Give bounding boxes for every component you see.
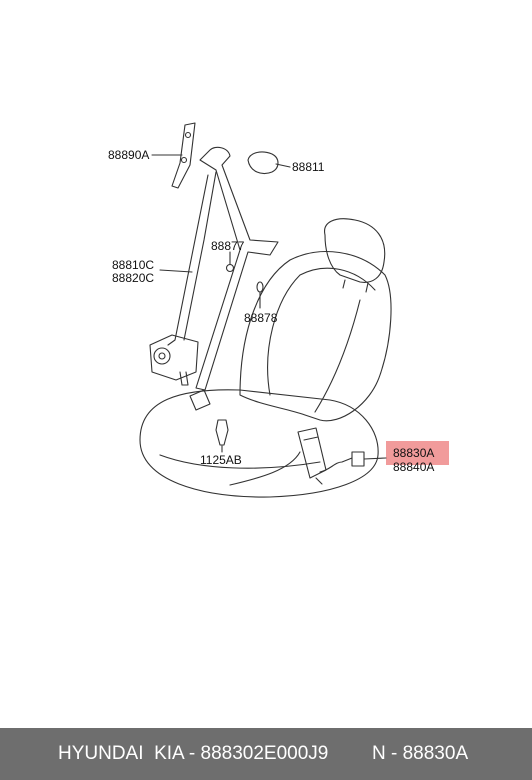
highlight-box-88830a bbox=[386, 441, 449, 465]
callout-88830a: 88830A bbox=[393, 446, 434, 460]
cap-88878 bbox=[256, 281, 264, 293]
callout-88890a: 88890A bbox=[108, 148, 149, 162]
headrest bbox=[324, 218, 386, 283]
callout-88877: 88877 bbox=[211, 239, 245, 253]
upper-anchor-bracket bbox=[171, 122, 196, 189]
seat-belt-diagram: 88890A 88811 88877 88810C 88820C 88878 1… bbox=[108, 122, 434, 498]
bolt-1125ab bbox=[215, 419, 229, 446]
nut-88877 bbox=[225, 263, 235, 273]
buckle bbox=[297, 427, 327, 479]
callout-1125ab: 1125AB bbox=[200, 453, 242, 467]
footer-bar: HYUNDAI KIA - 888302E000J9 N - 88830A bbox=[0, 728, 532, 780]
seat-back bbox=[239, 251, 392, 422]
callout-88811: 88811 bbox=[292, 160, 325, 174]
callout-88878: 88878 bbox=[244, 311, 278, 325]
seat-cushion bbox=[139, 389, 379, 498]
shoulder-cover bbox=[247, 151, 279, 175]
footer-item-number: N - 88830A bbox=[372, 743, 469, 764]
retractor bbox=[149, 334, 199, 381]
callout-88810c: 88810C bbox=[112, 258, 154, 272]
lower-anchor bbox=[189, 389, 211, 411]
callout-88840a: 88840A bbox=[393, 460, 434, 474]
callout-88820c: 88820C bbox=[112, 271, 154, 285]
belt-webbing bbox=[195, 146, 279, 391]
footer-part-number: HYUNDAI KIA - 888302E000J9 bbox=[58, 743, 329, 764]
